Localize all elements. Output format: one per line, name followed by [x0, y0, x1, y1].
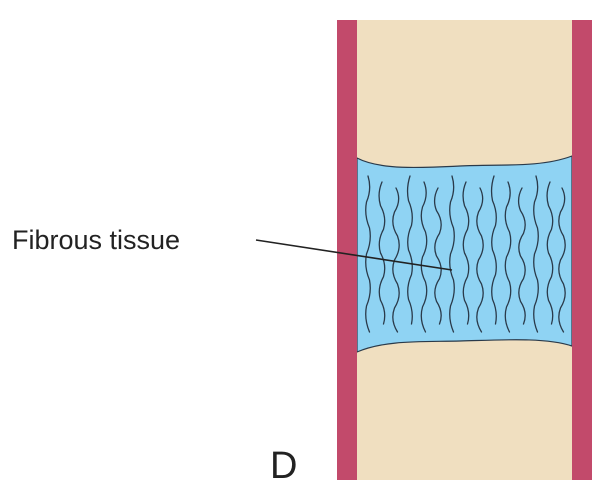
callout-label: Fibrous tissue — [12, 225, 180, 255]
fibre-strand — [365, 175, 371, 333]
fibre-strand — [462, 181, 470, 325]
fibre-strand — [517, 187, 526, 325]
fibre-strand — [490, 175, 497, 325]
fibre-strands — [365, 175, 566, 333]
fibre-strand — [406, 175, 413, 325]
fibre-strand — [476, 187, 484, 333]
fibre-strand — [546, 181, 554, 325]
callout-leader-line — [255, 239, 453, 271]
right-cortical-wall — [572, 20, 592, 480]
fibre-strand — [392, 187, 400, 333]
fibre-strand — [558, 187, 566, 333]
fibre-strand — [449, 175, 455, 333]
left-cortical-wall — [337, 20, 357, 480]
panel-letter: D — [270, 445, 297, 487]
fibre-strand — [504, 181, 512, 333]
fibre-strand — [533, 175, 539, 333]
fibre-strand — [378, 181, 386, 325]
fibre-strand — [433, 187, 442, 325]
fibre-strand — [420, 181, 428, 333]
